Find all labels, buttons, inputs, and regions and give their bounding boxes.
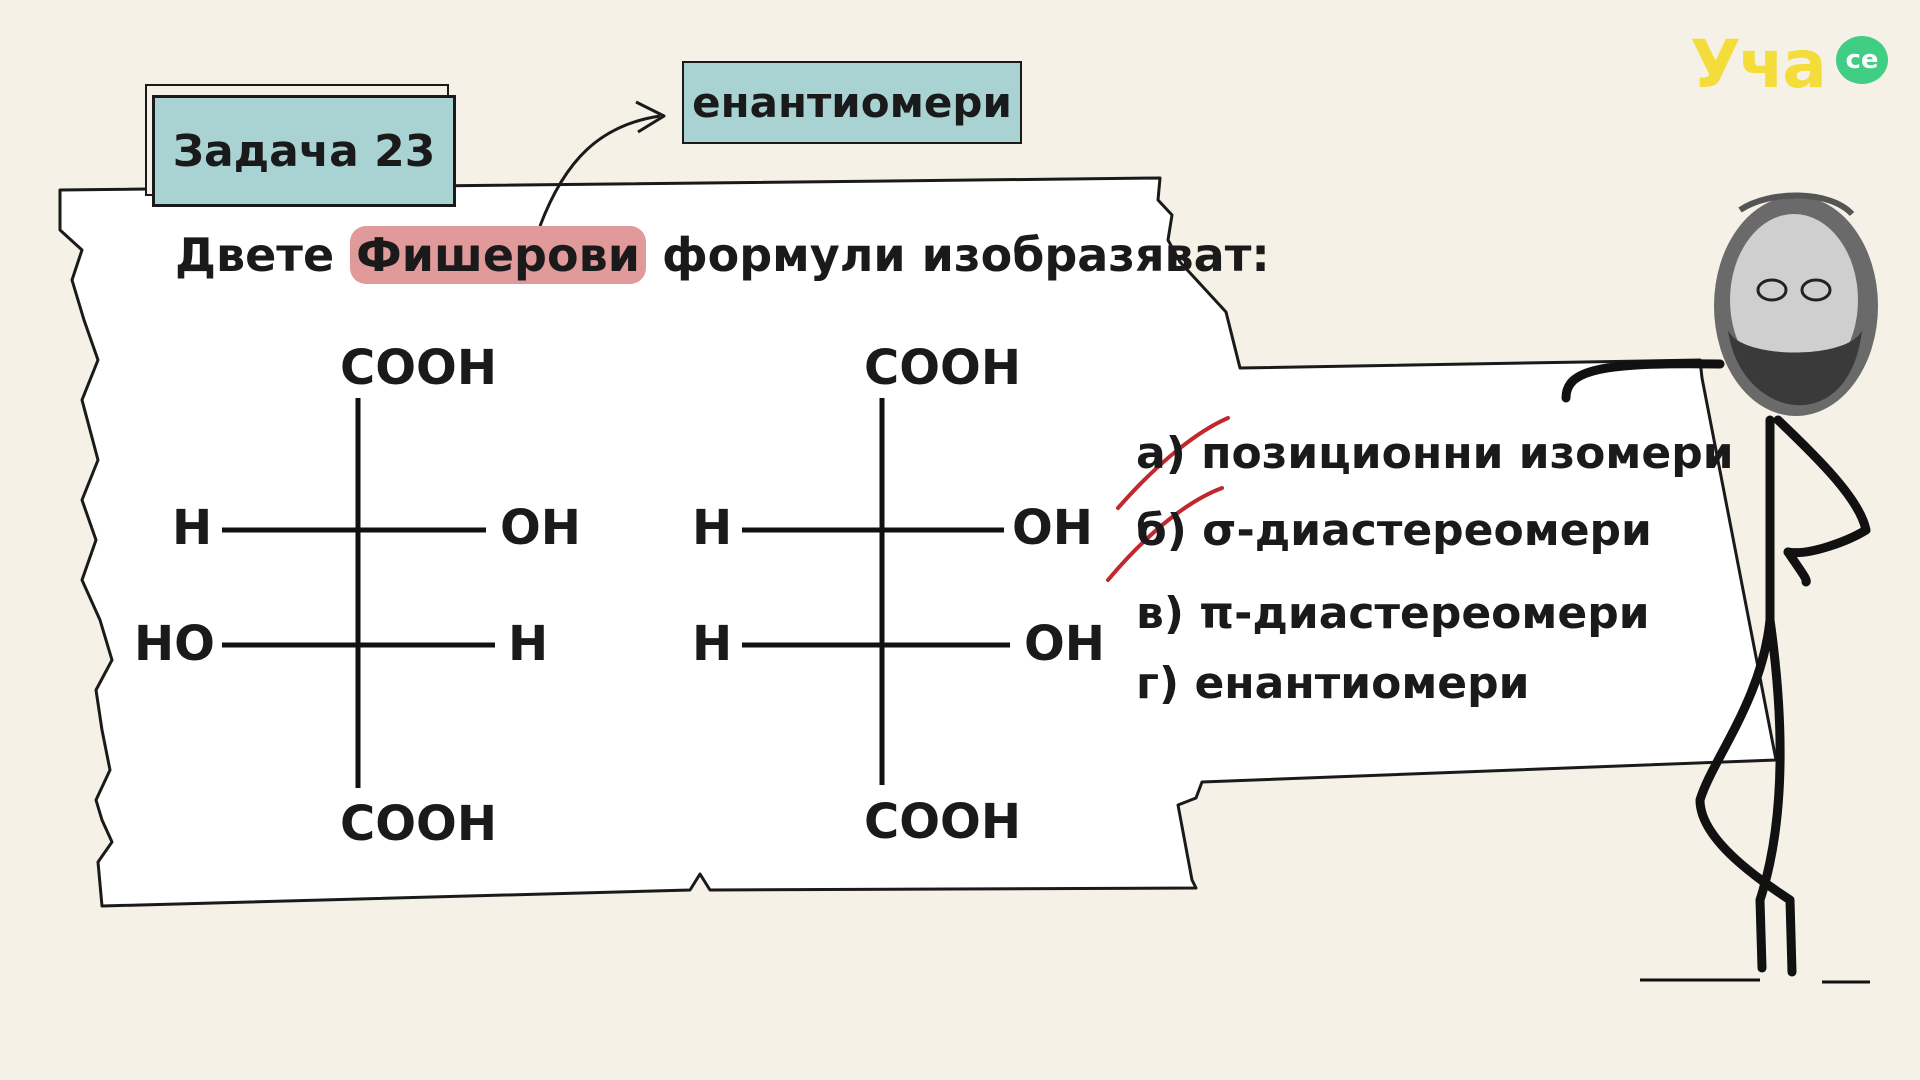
answer-tag: енантиомери — [682, 61, 1022, 144]
left-row2-left: HO — [134, 616, 215, 672]
option-c[interactable]: в) π-диастереомери — [1136, 588, 1650, 639]
right-bottom-group: COOH — [864, 794, 1022, 850]
option-c-letter: в) — [1136, 588, 1184, 639]
left-row1-left: H — [172, 500, 213, 556]
option-d-letter: г) — [1136, 658, 1180, 709]
task-title-box: Задача 23 — [152, 95, 456, 207]
right-row2-right: OH — [1024, 616, 1105, 672]
pointer-arrowhead — [635, 100, 666, 134]
option-b[interactable]: б) σ-диастереомери — [1136, 505, 1652, 556]
cross-mark-b — [1106, 486, 1224, 582]
question-highlight: Фишерови — [350, 226, 646, 284]
right-row1-left: H — [692, 500, 733, 556]
right-row1-right: OH — [1012, 500, 1093, 556]
question-after: формули изобразяват: — [645, 228, 1270, 282]
logo-text: Уча — [1690, 26, 1827, 103]
portrait-head — [1714, 192, 1878, 416]
stick-figure — [1561, 359, 1871, 977]
left-row2-right: H — [508, 616, 549, 672]
option-a-text: позиционни изомери — [1201, 428, 1734, 479]
cross-mark-a — [1116, 416, 1230, 510]
question-before: Двете — [175, 228, 351, 282]
option-d[interactable]: г) енантиомери — [1136, 658, 1529, 709]
option-c-text: π-диастереомери — [1199, 588, 1650, 639]
pointer-arrow — [538, 114, 661, 227]
logo-badge: се — [1836, 36, 1888, 84]
task-title: Задача 23 — [172, 125, 436, 177]
left-bottom-group: COOH — [340, 796, 498, 852]
option-b-letter: б) — [1136, 505, 1187, 556]
option-a-letter: а) — [1136, 428, 1186, 479]
option-b-text: σ-диастереомери — [1202, 505, 1652, 556]
right-top-group: COOH — [864, 340, 1022, 396]
question-text: Двете Фишерови формули изобразяват: — [175, 226, 1270, 284]
left-top-group: COOH — [340, 340, 498, 396]
right-row2-left: H — [692, 616, 733, 672]
left-row1-right: OH — [500, 500, 581, 556]
option-d-text: енантиомери — [1194, 658, 1530, 709]
option-a[interactable]: а) позиционни изомери — [1136, 428, 1734, 479]
paper-sheet — [58, 176, 1778, 908]
answer-tag-label: енантиомери — [692, 78, 1012, 127]
